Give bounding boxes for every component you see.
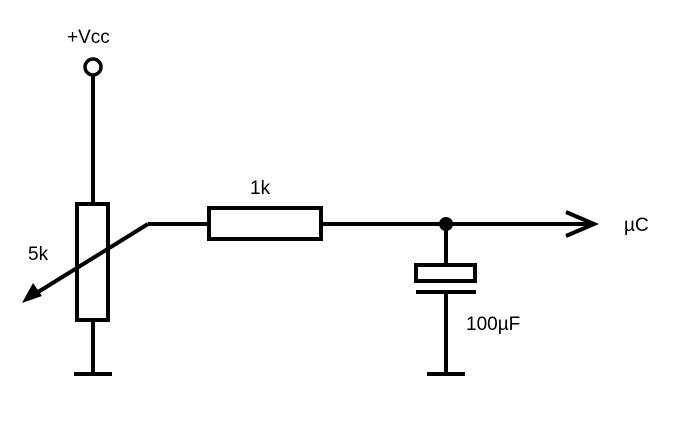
wiper-diagonal [28,222,150,299]
resistor-body [207,206,323,241]
output-label: µC [624,215,649,236]
resistor-label: 1k [250,178,271,199]
vcc-terminal [83,57,103,77]
capacitor-top-plate [414,263,477,283]
potentiometer-body [75,202,110,322]
wiper-arrowhead [22,283,42,303]
capacitor-label: 100µF [466,314,520,335]
potentiometer-label: 5k [28,244,49,265]
output-arrowhead [565,210,600,238]
supply-label: +Vcc [67,27,110,48]
junction-dot [439,217,453,231]
